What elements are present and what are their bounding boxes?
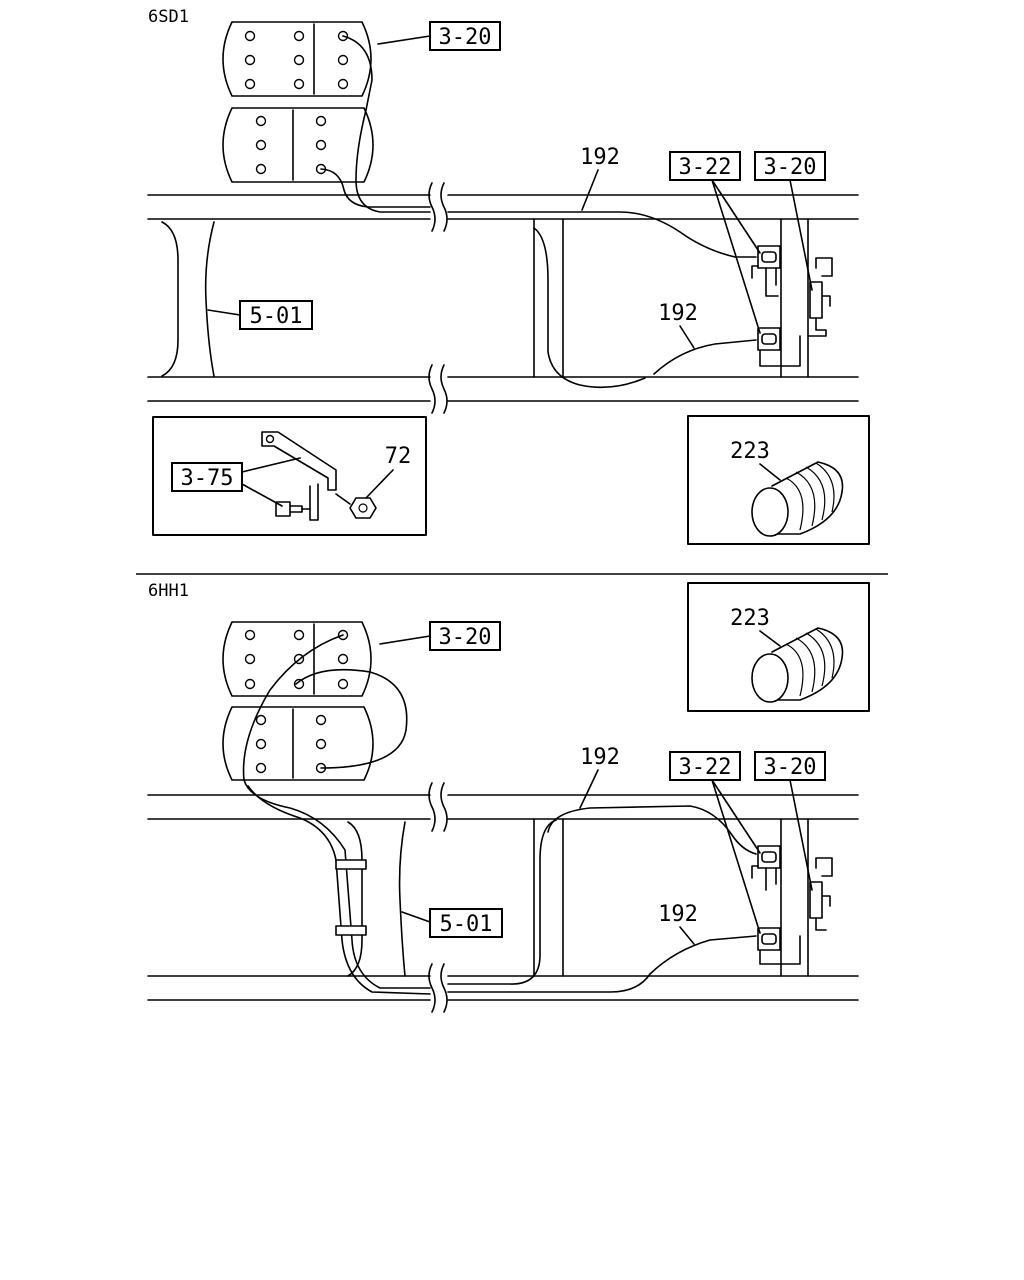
label-192-lower-b: 192: [658, 902, 698, 927]
battery-upper: [222, 21, 372, 97]
callout-text-3-75-bracket: 3-75: [181, 466, 234, 491]
callout-5-01-frame-b: 5-01: [401, 908, 503, 938]
battery-lower-b: [222, 706, 374, 781]
battery-lower: [222, 107, 374, 183]
tube-detail-box-top: 223: [687, 415, 870, 545]
callout-text-3-20-battery: 3-20: [439, 25, 492, 50]
pressure-switch-bottom: [809, 857, 833, 931]
battery-cable-b3: [247, 785, 431, 995]
battery-cable-b2: [295, 668, 408, 769]
label-192-lower: 192: [658, 301, 698, 326]
battery-upper-b: [222, 621, 372, 697]
clamp-lower: [335, 925, 367, 936]
section-title-6sd1: 6SD1: [148, 7, 189, 27]
harness-192-lower: [653, 339, 757, 375]
label-192-upper-b: 192: [580, 745, 620, 770]
callout-text-3-22-sensor: 3-22: [679, 155, 732, 180]
frame-rails-bottom: [147, 782, 859, 1013]
callout-text-3-20-battery-b: 3-20: [439, 625, 492, 650]
callout-3-75-bracket: 3-75: [171, 457, 301, 507]
callout-3-20-battery: 3-20: [377, 21, 501, 51]
callout-text-3-20-switch-b: 3-20: [764, 755, 817, 780]
sensor-lower: [757, 327, 801, 367]
sensor-lower-b: [757, 927, 801, 965]
frame-rails-top: [147, 182, 859, 414]
callout-5-01-frame: 5-01: [207, 300, 313, 330]
tube-detail-box-bottom: 223: [687, 582, 870, 712]
bracket-detail-box: 3-75 72: [152, 416, 427, 536]
callout-3-20-switch: 3-20: [754, 151, 826, 291]
callout-text-5-01-frame: 5-01: [250, 304, 303, 329]
battery-cable-2: [320, 168, 431, 208]
label-223-top: 223: [730, 439, 770, 464]
label-223-bottom: 223: [730, 606, 770, 631]
tube-223-icon: [751, 461, 844, 537]
nut-icon: [349, 497, 377, 519]
callout-text-5-01-frame-b: 5-01: [440, 912, 493, 937]
harness-192-upper: [447, 211, 757, 258]
harness-192-inner-b: [447, 819, 557, 985]
section-title-6hh1: 6HH1: [148, 581, 189, 601]
harness-192-inner: [533, 227, 646, 389]
sensor-upper-b: [751, 845, 781, 891]
callout-text-3-22-sensor-b: 3-22: [679, 755, 732, 780]
section-6hh1: 6HH1: [147, 581, 870, 1013]
callout-3-20-battery-b: 3-20: [379, 621, 501, 651]
harness-192-upper-b: [547, 805, 757, 855]
battery-cable-1: [342, 35, 431, 213]
label-72-nut: 72: [385, 444, 412, 469]
callout-text-3-20-switch: 3-20: [764, 155, 817, 180]
label-192-upper: 192: [580, 145, 620, 170]
clamp-upper: [335, 859, 367, 870]
callout-3-22-sensor: 3-22: [669, 151, 761, 334]
tube-223-icon-b: [751, 627, 844, 703]
sensor-upper: [751, 245, 781, 297]
callout-3-20-switch-b: 3-20: [754, 751, 826, 891]
section-6sd1: 6SD1: [147, 7, 870, 545]
callout-3-22-sensor-b: 3-22: [669, 751, 761, 934]
pressure-switch-top: [807, 257, 833, 337]
harness-192-bottom-b: [447, 935, 757, 993]
